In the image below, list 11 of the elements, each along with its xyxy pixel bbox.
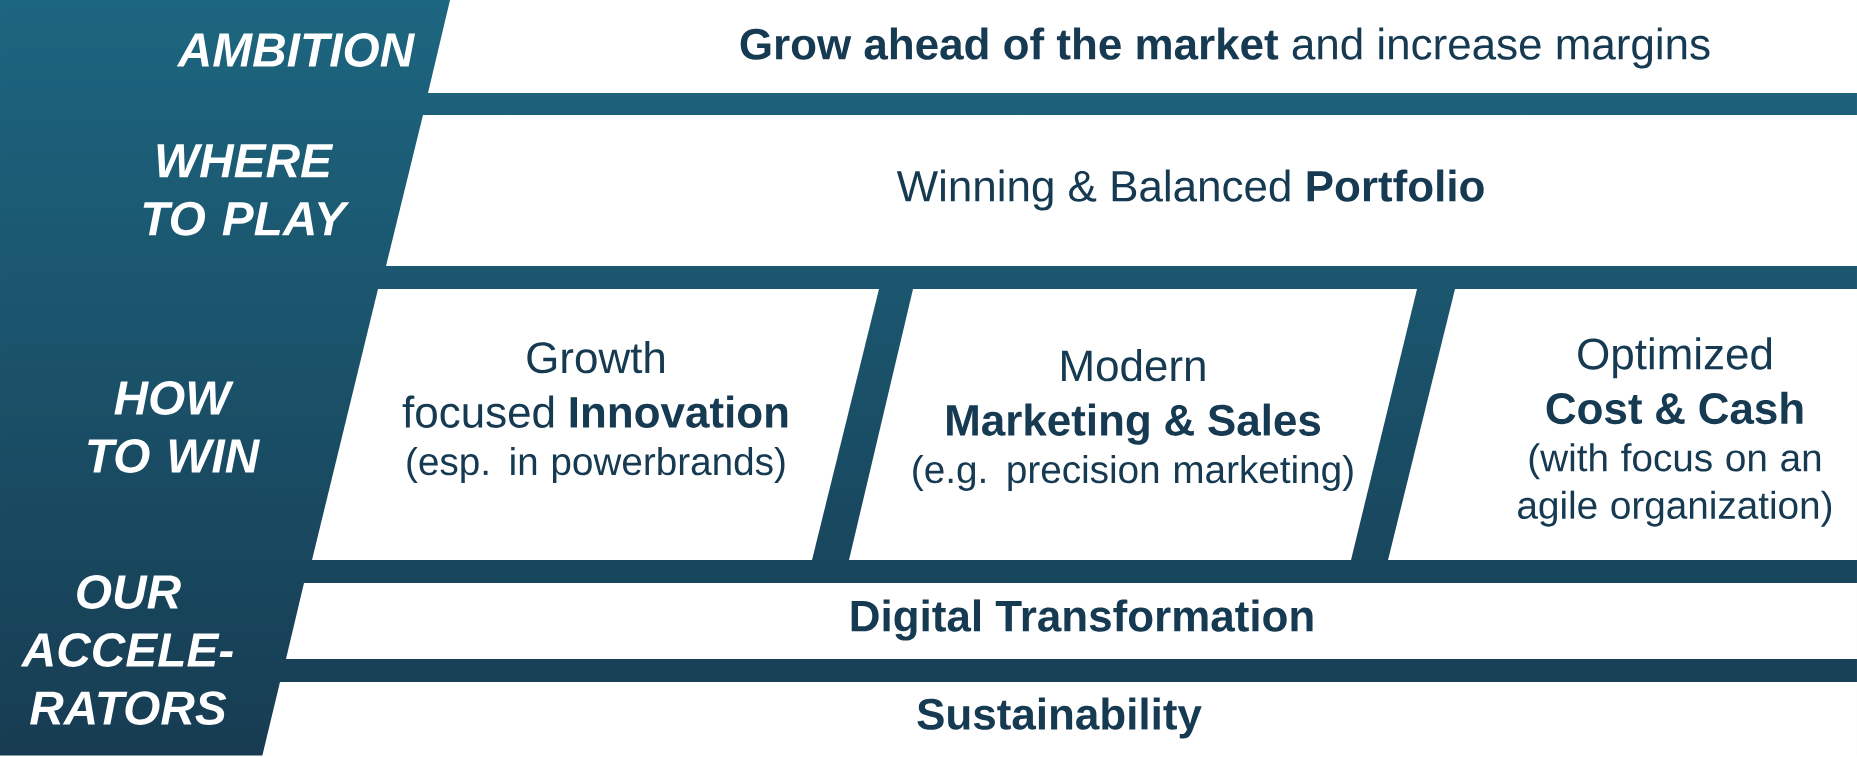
strategy-band: Growth focused Innovation (esp. in powerbrands) — [312, 289, 879, 560]
strategy-band: Digital Transformation — [286, 583, 1857, 659]
strategy-band: Sustainability — [262, 682, 1857, 757]
strategy-band: Winning & Balanced Portfolio — [386, 115, 1857, 266]
strategy-band: Modern Marketing & Sales (e.g. precision marketing) — [849, 289, 1417, 560]
strategy-band: Optimized Cost & Cash (with focus on an agile organization) — [1388, 289, 1857, 560]
row-heading: AMBITION — [176, 33, 416, 67]
row-heading: OUR ACCELE- RATORS — [20, 575, 233, 725]
strategy-band: Grow ahead of the market and increase margins — [428, 0, 1857, 93]
row-heading: WHERE TO PLAY — [143, 144, 350, 236]
row-heading: HOW TO WIN — [88, 381, 261, 473]
